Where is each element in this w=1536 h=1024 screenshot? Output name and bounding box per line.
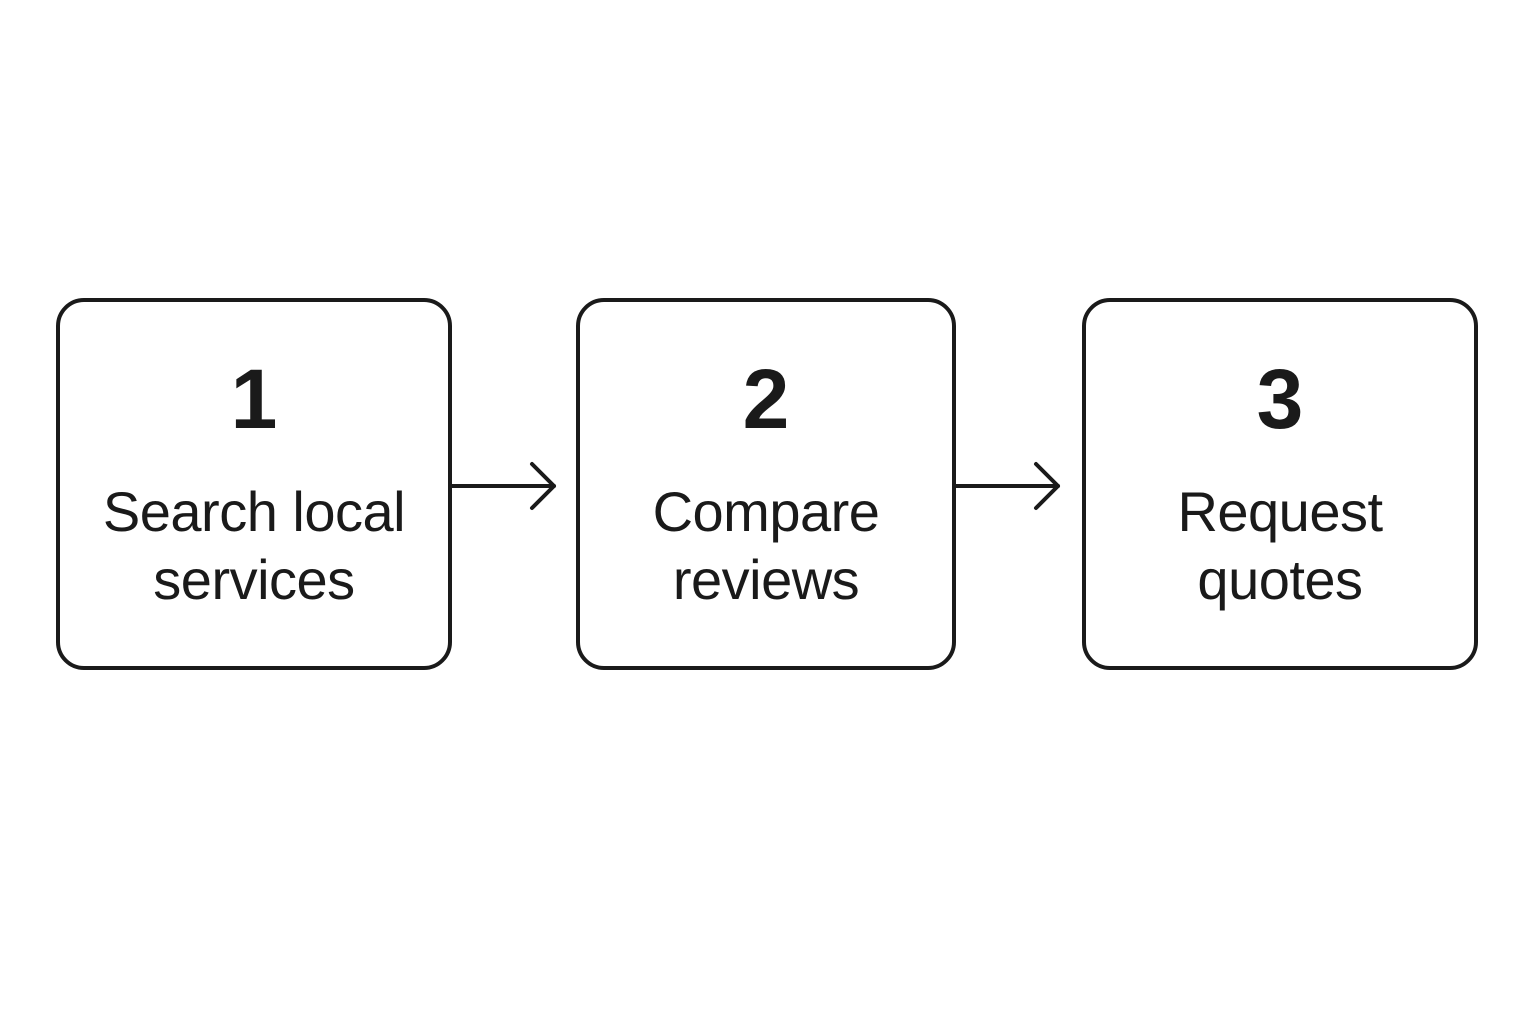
step-number: 3 <box>1256 352 1304 446</box>
step-label-line: quotes <box>1197 548 1363 611</box>
step-label: Search local services <box>60 478 448 614</box>
step-label-line: Request <box>1177 480 1383 543</box>
step-number: 2 <box>742 352 790 446</box>
step-number: 1 <box>230 352 278 446</box>
step-label-line: Compare <box>652 480 880 543</box>
step-label-line: reviews <box>672 548 860 611</box>
step-label-line: services <box>153 548 355 611</box>
step-box-compare: 2 Compare reviews <box>576 298 956 670</box>
step-box-search: 1 Search local services <box>56 298 452 670</box>
step-label: Request quotes <box>1086 478 1474 614</box>
step-label-line: Search local <box>102 480 406 543</box>
step-box-request: 3 Request quotes <box>1082 298 1478 670</box>
arrow-right-icon <box>954 462 1060 510</box>
step-label: Compare reviews <box>580 478 952 614</box>
arrow-right-icon <box>450 462 556 510</box>
